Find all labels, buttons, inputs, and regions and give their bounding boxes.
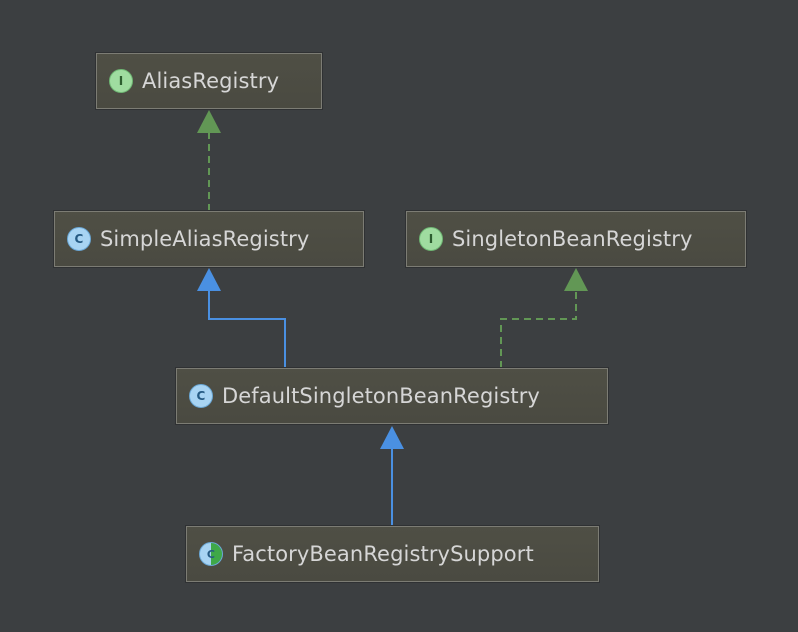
class-icon: C bbox=[189, 384, 213, 408]
implements-arrowhead bbox=[564, 268, 588, 291]
node-label: DefaultSingletonBeanRegistry bbox=[222, 384, 540, 408]
node-factory-bean-registry-support[interactable]: C FactoryBeanRegistrySupport bbox=[186, 526, 599, 582]
node-singleton-bean-registry[interactable]: I SingletonBeanRegistry bbox=[406, 211, 746, 267]
abstract-class-icon-letter: C bbox=[206, 547, 216, 561]
node-label: SimpleAliasRegistry bbox=[100, 227, 310, 251]
interface-icon: I bbox=[109, 69, 133, 93]
implements-arrowhead bbox=[197, 110, 221, 133]
node-alias-registry[interactable]: I AliasRegistry bbox=[96, 53, 322, 109]
node-label: AliasRegistry bbox=[142, 69, 280, 93]
node-simple-alias-registry[interactable]: C SimpleAliasRegistry bbox=[54, 211, 364, 267]
edge-simple-alias-registry-implements-alias-registry bbox=[197, 110, 221, 211]
edge-factory-bean-extends-default-singleton bbox=[380, 426, 404, 526]
edge-default-singleton-implements-singleton-bean bbox=[500, 268, 588, 368]
node-label: SingletonBeanRegistry bbox=[452, 227, 693, 251]
edge-default-singleton-extends-simple-alias bbox=[197, 268, 286, 368]
interface-icon: I bbox=[419, 227, 443, 251]
abstract-class-icon: C bbox=[199, 542, 223, 566]
node-label: FactoryBeanRegistrySupport bbox=[232, 542, 534, 566]
class-icon: C bbox=[67, 227, 91, 251]
extends-arrowhead bbox=[197, 268, 221, 291]
extends-arrowhead bbox=[380, 426, 404, 449]
node-default-singleton-bean-registry[interactable]: C DefaultSingletonBeanRegistry bbox=[176, 368, 608, 424]
